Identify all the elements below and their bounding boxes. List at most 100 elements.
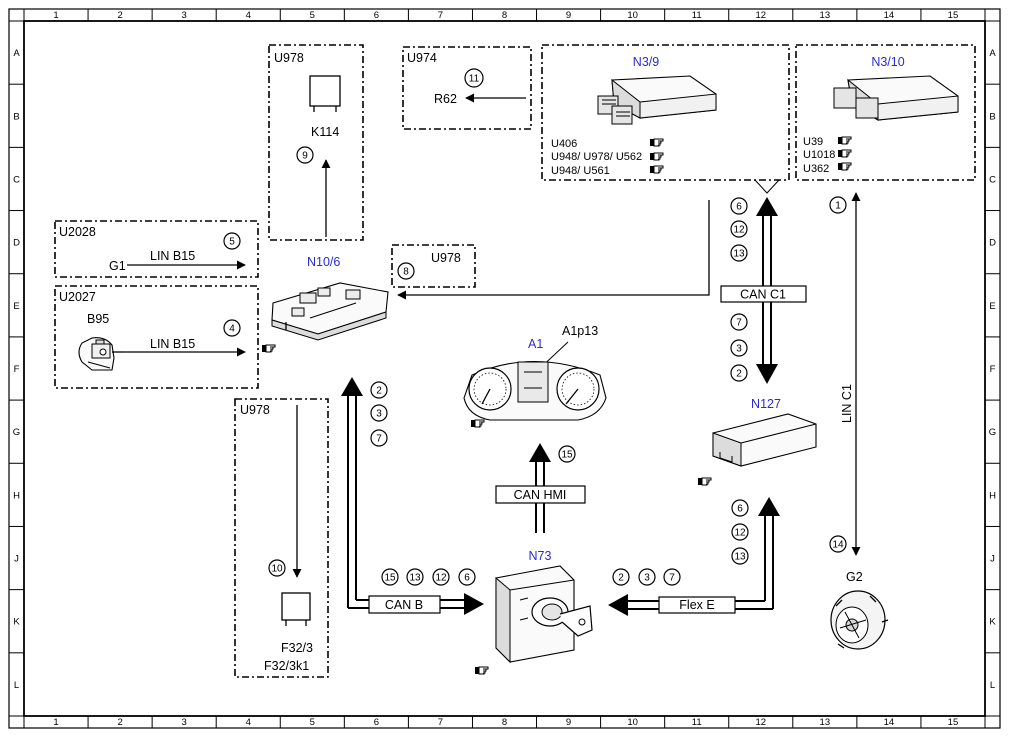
svg-text:2: 2 [736, 369, 742, 380]
a1-cluster-image [463, 360, 607, 421]
grid-row-right-K: K [989, 617, 996, 628]
n3-9-box [541, 44, 790, 181]
n3-9-ecu-image [597, 75, 717, 125]
grid-col-bottom-9: 9 [566, 717, 571, 728]
b95-badge [223, 319, 241, 337]
grid-col-bottom-10: 10 [627, 717, 638, 728]
n3-10-ref-3: U362 [803, 163, 829, 175]
n3-9-label: N3/9 [633, 55, 659, 69]
svg-text:15: 15 [384, 573, 396, 584]
n10-6-hand-icon [261, 344, 276, 353]
svg-text:3: 3 [736, 344, 742, 355]
u978-mid-badge-text: 8 [403, 267, 409, 278]
r62-label: R62 [434, 92, 457, 106]
u978-mid-badge [397, 262, 415, 280]
b95-label: B95 [87, 312, 109, 326]
k114-label: K114 [311, 125, 339, 139]
a1p13-label: A1p13 [562, 324, 598, 338]
grid-col-top-2: 2 [117, 10, 122, 21]
can-c1-up-badges: 6 12 13 [730, 197, 748, 262]
svg-text:12: 12 [435, 573, 447, 584]
n73-ignition-switch-image [495, 565, 593, 664]
can-b-up-badges: 2 3 7 [370, 381, 388, 447]
svg-text:12: 12 [734, 528, 746, 539]
grid-row-right-D: D [989, 238, 996, 249]
u2028-box [54, 220, 259, 278]
svg-text:13: 13 [409, 573, 421, 584]
svg-text:7: 7 [376, 434, 382, 445]
n3-10-ref-2: U1018 [803, 149, 835, 161]
svg-text:3: 3 [644, 573, 650, 584]
n3-10-ref-2-hand-icon [837, 149, 852, 158]
grid-row-left-E: E [13, 301, 19, 312]
ecu-group-bracket [754, 179, 780, 194]
grid-row-right-E: E [989, 301, 995, 312]
grid-col-bottom-11: 11 [692, 717, 702, 728]
n3-10-ref-1-hand-icon [837, 136, 852, 145]
grid-col-top-4: 4 [246, 10, 251, 21]
u2028-label: U2028 [59, 225, 96, 239]
grid-col-bottom-8: 8 [502, 717, 507, 728]
grid-col-top-8: 8 [502, 10, 507, 21]
n3-10-box [795, 44, 976, 181]
g2-label: G2 [846, 570, 863, 584]
grid-col-top-10: 10 [627, 10, 638, 21]
f32-relay [281, 592, 311, 626]
b95-badge-text: 4 [229, 324, 235, 335]
u974-label: U974 [407, 51, 437, 65]
n3-10-ref-3-hand-icon [837, 162, 852, 171]
g2-alternator-image [830, 590, 889, 650]
k114-relay [309, 75, 341, 112]
lin-c1-top-badge-text: 1 [835, 201, 841, 212]
a1-label: A1 [528, 337, 543, 351]
k114-badge [296, 146, 314, 164]
n10-6-module-image [271, 282, 389, 341]
u978-mid-box [391, 244, 476, 288]
lin-b15-bottom-label: LIN B15 [150, 337, 195, 351]
n127-label: N127 [751, 397, 781, 411]
grid-row-left-J: J [14, 554, 19, 565]
u978-top-label: U978 [274, 51, 304, 65]
svg-text:6: 6 [737, 504, 743, 515]
grid-row-left-C: C [13, 174, 20, 185]
grid-col-bottom-3: 3 [182, 717, 187, 728]
can-hmi-box [495, 485, 586, 504]
lin-b15-top-label: LIN B15 [150, 249, 195, 263]
grid-col-top-9: 9 [566, 10, 571, 21]
grid-col-top-13: 13 [820, 10, 831, 21]
grid-col-bottom-12: 12 [755, 717, 766, 728]
n3-10-label: N3/10 [871, 55, 904, 69]
g1-badge [223, 232, 241, 250]
grid-row-right-C: C [989, 174, 996, 185]
f32-badge [268, 559, 286, 577]
grid-row-right-A: A [989, 48, 996, 59]
n3-9-to-n10-6-arrow [397, 200, 710, 300]
grid-col-bottom-15: 15 [948, 717, 959, 728]
can-c1-label: CAN C1 [740, 288, 786, 302]
grid-row-left-L: L [14, 680, 19, 691]
grid-col-bottom-5: 5 [310, 717, 315, 728]
g1-badge-text: 5 [229, 237, 235, 248]
u978-top-box [268, 44, 364, 241]
n3-9-ref-1: U406 [551, 138, 577, 150]
n10-6-label: N10/6 [307, 255, 340, 269]
grid-col-bottom-7: 7 [438, 717, 443, 728]
u978-bottom-label: U978 [240, 403, 270, 417]
flex-e-row-badges: 2 3 7 [612, 568, 681, 586]
grid-row-right-J: J [990, 554, 995, 565]
can-hmi-badge [558, 445, 576, 463]
n3-9-ref-3-hand-icon [649, 165, 664, 174]
grid-row-right-F: F [990, 364, 996, 375]
grid-row-right-L: L [990, 680, 995, 691]
lin-c1-bottom-badge [829, 535, 847, 553]
grid-row-right-G: G [989, 427, 996, 438]
grid-row-left-F: F [14, 364, 20, 375]
n3-9-ref-1-hand-icon [649, 138, 664, 147]
f32-badge-text: 10 [271, 564, 283, 575]
n3-9-ref-2-hand-icon [649, 152, 664, 161]
grid-col-top-1: 1 [53, 10, 58, 21]
grid-col-bottom-1: 1 [53, 717, 58, 728]
u974-box [402, 46, 532, 130]
n3-10-ref-1: U39 [803, 136, 823, 148]
